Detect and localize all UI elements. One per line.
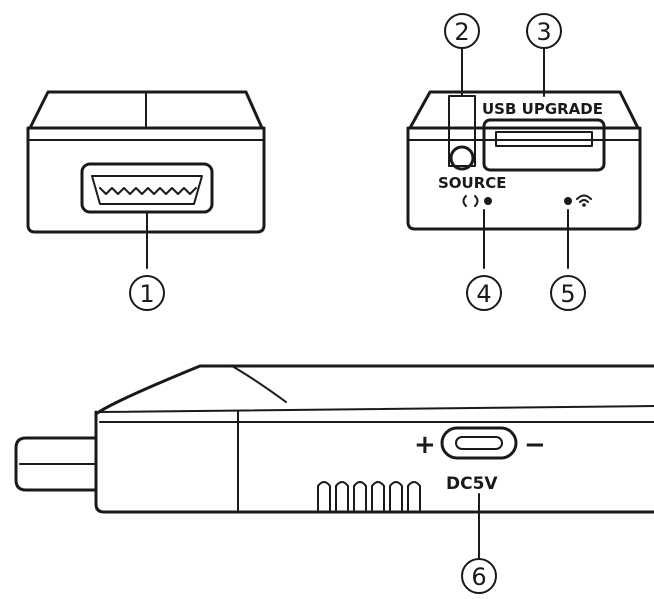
callout-3-number: 3 bbox=[536, 18, 551, 46]
wifi-arc-outer bbox=[576, 194, 592, 200]
callout-1-circle bbox=[129, 275, 165, 311]
hdmi-plug-body bbox=[14, 436, 98, 492]
callout-2-circle bbox=[444, 13, 480, 49]
polarity-minus: − bbox=[524, 430, 546, 460]
vent-slot bbox=[371, 481, 385, 511]
callout-5: 5 bbox=[550, 275, 586, 311]
callout-5-number: 5 bbox=[560, 280, 575, 308]
usb-end-view: USB UPGRADE SOURCE 2 3 4 bbox=[406, 13, 642, 311]
callout-4: 4 bbox=[466, 275, 502, 311]
side-top-curve bbox=[231, 365, 287, 403]
wifi-led-dot bbox=[564, 197, 572, 205]
source-label: SOURCE bbox=[438, 174, 507, 192]
wifi-led-icon bbox=[564, 194, 592, 207]
vent-slot bbox=[317, 481, 331, 511]
hdmi-plug bbox=[14, 436, 98, 492]
micro-usb-frame bbox=[440, 426, 518, 460]
vent-slots-icon bbox=[317, 481, 421, 511]
polarity-plus: + bbox=[414, 430, 436, 460]
callout-3: 3 bbox=[526, 13, 562, 49]
wifi-arc-inner bbox=[579, 199, 589, 203]
hdmi-end-body bbox=[26, 126, 266, 234]
callout-1-number: 1 bbox=[139, 280, 154, 308]
micro-usb-opening bbox=[455, 436, 503, 450]
vent-slot bbox=[353, 481, 367, 511]
callout-4-number: 4 bbox=[476, 280, 491, 308]
hdmi-port-opening bbox=[91, 175, 203, 205]
side-top-outline bbox=[94, 364, 654, 416]
vent-slot bbox=[389, 481, 403, 511]
callout-5-circle bbox=[550, 275, 586, 311]
micro-usb-port-icon bbox=[440, 426, 518, 460]
usb-port-frame bbox=[482, 118, 606, 172]
dc5v-label: DC5V bbox=[446, 474, 498, 494]
callout-4-circle bbox=[466, 275, 502, 311]
usb-port-icon bbox=[482, 118, 606, 172]
callout-1: 1 bbox=[129, 275, 165, 311]
usb-end-body bbox=[406, 126, 642, 231]
usb-port-tongue bbox=[495, 131, 593, 147]
vent-slot bbox=[407, 481, 421, 511]
side-body-outline bbox=[94, 410, 654, 514]
usb-upgrade-label: USB UPGRADE bbox=[482, 100, 603, 118]
power-led-icon bbox=[462, 195, 492, 207]
callout-3-circle bbox=[526, 13, 562, 49]
hdmi-port-frame bbox=[80, 162, 214, 214]
callout-2: 2 bbox=[444, 13, 480, 49]
callout-2-number: 2 bbox=[454, 18, 469, 46]
callout-6-number: 6 bbox=[471, 563, 486, 591]
hdmi-end-view: 1 bbox=[26, 90, 266, 311]
hdmi-port-pins bbox=[99, 187, 197, 195]
callout-6-circle bbox=[461, 558, 497, 594]
callout-6: 6 bbox=[461, 558, 497, 594]
power-symbol-left bbox=[462, 195, 467, 207]
hdmi-port-icon bbox=[80, 162, 214, 214]
side-top-edge bbox=[99, 405, 654, 413]
power-symbol-right bbox=[474, 195, 479, 207]
wifi-dot bbox=[582, 203, 586, 207]
vent-slot bbox=[335, 481, 349, 511]
power-led-dot bbox=[484, 197, 492, 205]
source-button-icon bbox=[449, 145, 475, 171]
source-button-slot bbox=[448, 95, 476, 167]
side-view: + − DC5V 6 bbox=[14, 364, 654, 594]
